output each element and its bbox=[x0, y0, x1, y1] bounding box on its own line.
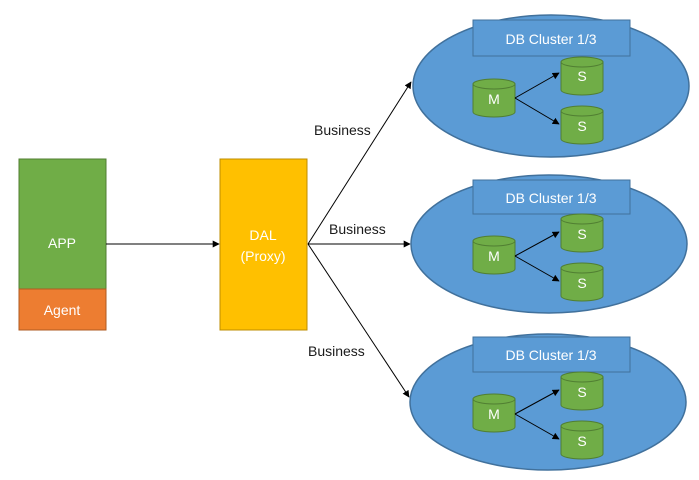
business-label-2: Business bbox=[329, 221, 386, 237]
master-db: M bbox=[472, 393, 516, 433]
replication-arrow bbox=[514, 413, 560, 440]
master-label: M bbox=[488, 91, 500, 107]
slave-db: S bbox=[560, 262, 604, 302]
cluster-title-box bbox=[472, 336, 631, 373]
master-label: M bbox=[488, 406, 500, 422]
replication-arrow bbox=[514, 389, 560, 415]
slave-db: S bbox=[560, 213, 604, 253]
slave-label: S bbox=[577, 68, 586, 84]
slave-label: S bbox=[577, 226, 586, 242]
replication-arrow bbox=[514, 97, 560, 125]
slave-db: S bbox=[560, 56, 604, 96]
agent-label: Agent bbox=[44, 302, 81, 318]
cluster-title: DB Cluster 1/3 bbox=[505, 347, 596, 363]
master-label: M bbox=[488, 248, 500, 264]
business-arrow-1 bbox=[307, 81, 412, 245]
business-label-1: Business bbox=[314, 122, 371, 138]
dal-sublabel: (Proxy) bbox=[240, 248, 285, 264]
dal-proxy-node: DAL (Proxy) bbox=[219, 158, 308, 331]
cluster-title: DB Cluster 1/3 bbox=[505, 190, 596, 206]
slave-label: S bbox=[577, 275, 586, 291]
replication-arrow bbox=[514, 255, 560, 282]
slave-label: S bbox=[577, 433, 586, 449]
dal-label: DAL bbox=[249, 227, 276, 243]
master-db: M bbox=[472, 235, 516, 275]
app-node: APP bbox=[18, 158, 107, 290]
replication-arrow bbox=[514, 231, 560, 257]
db-cluster-2: DB Cluster 1/3 M S S bbox=[410, 174, 688, 314]
cluster-title: DB Cluster 1/3 bbox=[505, 31, 596, 47]
business-label-3: Business bbox=[308, 343, 365, 359]
replication-arrow bbox=[514, 72, 560, 99]
app-label: APP bbox=[48, 235, 76, 251]
master-db: M bbox=[472, 78, 516, 118]
business-arrow-3 bbox=[307, 243, 410, 398]
db-cluster-3: DB Cluster 1/3 M S S bbox=[409, 333, 687, 471]
slave-label: S bbox=[577, 118, 586, 134]
agent-node: Agent bbox=[18, 288, 107, 331]
cluster-title-box bbox=[472, 179, 631, 215]
db-cluster-1: DB Cluster 1/3 M S S bbox=[412, 14, 690, 158]
cluster-title-box bbox=[472, 19, 631, 57]
slave-label: S bbox=[577, 384, 586, 400]
slave-db: S bbox=[560, 420, 604, 460]
slave-db: S bbox=[560, 371, 604, 411]
slave-db: S bbox=[560, 105, 604, 145]
